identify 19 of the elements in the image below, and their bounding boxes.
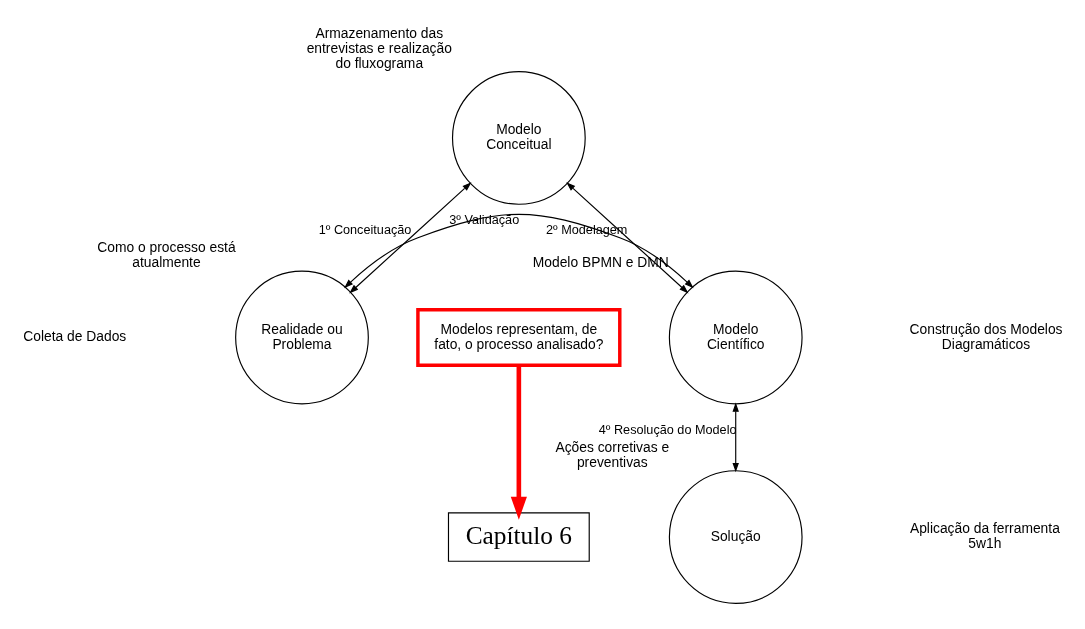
node-label: Armazenamento das entrevistas e realização do fluxograma	[306, 24, 452, 71]
node-circle: Modelo Científico	[668, 270, 803, 404]
node-box: Modelos representam, de fato, o processo analisado?	[416, 307, 622, 367]
node-label: Como o processo está atualmente	[97, 238, 236, 270]
node-circle: Solução	[668, 469, 803, 604]
node-circle: Modelo Conceitual	[451, 70, 586, 205]
label: Coleta de Dados	[23, 327, 127, 344]
node-box: Capítulo 6	[447, 511, 590, 562]
label: Aplicação da ferramenta 5w1h	[909, 519, 1060, 551]
node-label: Ações corretivas e preventivas	[555, 438, 670, 470]
arrow	[732, 402, 739, 472]
label: Construção dos Modelos Diagramáticos	[909, 320, 1063, 352]
arrow	[344, 213, 694, 288]
edge-label: 1º Conceituação	[318, 222, 412, 237]
arrow	[566, 181, 689, 293]
node-circle: Realidade ou Problema	[235, 270, 369, 404]
edge-label: 3º Validação	[449, 212, 520, 227]
arrow	[510, 364, 527, 520]
arrow	[349, 181, 472, 293]
